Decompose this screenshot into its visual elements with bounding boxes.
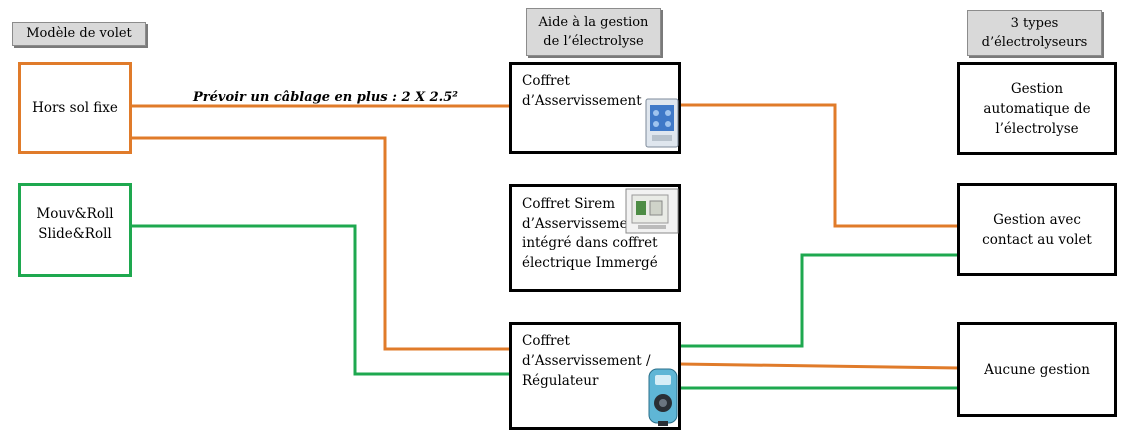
slide-roll-label: Slide&Roll (38, 226, 112, 242)
coffret-asservissement-line2: d’Asservissement (522, 93, 642, 109)
regulator-device-icon (648, 368, 678, 426)
header-types: 3 types d’électrolyseurs (967, 10, 1102, 56)
gestion-contact-line1: Gestion avec (993, 211, 1081, 228)
coffret-sirem-line1: Coffret Sirem (522, 196, 616, 212)
box-hors-sol: Hors sol fixe (18, 62, 132, 154)
header-aid-line1: Aide à la gestion (538, 15, 649, 30)
gestion-contact-line2: contact au volet (982, 231, 1092, 248)
coffret-regulateur-line2: d’Asservissement / (522, 353, 651, 369)
control-box-icon (645, 98, 679, 148)
green-wire-to-contact (679, 253, 959, 348)
mouv-roll-label: Mouv&Roll (36, 206, 114, 222)
box-mouv-roll: Mouv&Roll Slide&Roll (18, 183, 132, 277)
orange-wire-to-contact (679, 103, 959, 228)
header-model: Modèle de volet (12, 22, 146, 46)
aucune-gestion-label: Aucune gestion (984, 361, 1090, 378)
gestion-auto-line1: Gestion (1010, 80, 1064, 97)
header-aid-line2: de l’électrolyse (543, 34, 644, 49)
orange-wire-to-aucune (678, 362, 960, 370)
hors-sol-label: Hors sol fixe (32, 100, 118, 116)
gestion-auto-line2: automatique de (983, 100, 1091, 117)
coffret-sirem-line2: d’Asservissement (522, 215, 642, 232)
box-gestion-auto: Gestion automatique de l’électrolyse (957, 62, 1117, 155)
coffret-sirem-line4: électrique Immergé (522, 254, 658, 271)
coffret-asservissement-line1: Coffret (522, 73, 570, 89)
box-aucune-gestion: Aucune gestion (957, 322, 1117, 417)
electrical-cabinet-icon (625, 188, 679, 234)
cabling-note: Prévoir un câblage en plus : 2 X 2.5² (193, 90, 458, 105)
box-coffret-sirem: Coffret Sirem d’Asservissement intégré d… (509, 184, 681, 292)
header-types-line2: d’électrolyseurs (981, 35, 1088, 50)
gestion-auto-line3: l’électrolyse (995, 120, 1079, 137)
box-coffret-regulateur: Coffret d’Asservissement / Régulateur (509, 322, 681, 430)
coffret-regulateur-line1: Coffret (522, 333, 570, 349)
orange-wire-to-regulateur (130, 136, 511, 351)
header-types-line1: 3 types (1010, 16, 1059, 31)
box-coffret-asservissement: Coffret d’Asservissement (509, 62, 681, 154)
coffret-regulateur-line3: Régulateur (522, 373, 599, 389)
header-aid: Aide à la gestion de l’électrolyse (526, 8, 661, 56)
box-gestion-contact: Gestion avec contact au volet (957, 183, 1117, 276)
header-model-label: Modèle de volet (26, 26, 132, 41)
green-wire-to-regulateur (130, 224, 511, 376)
coffret-sirem-line3: intégré dans coffret (522, 235, 658, 251)
